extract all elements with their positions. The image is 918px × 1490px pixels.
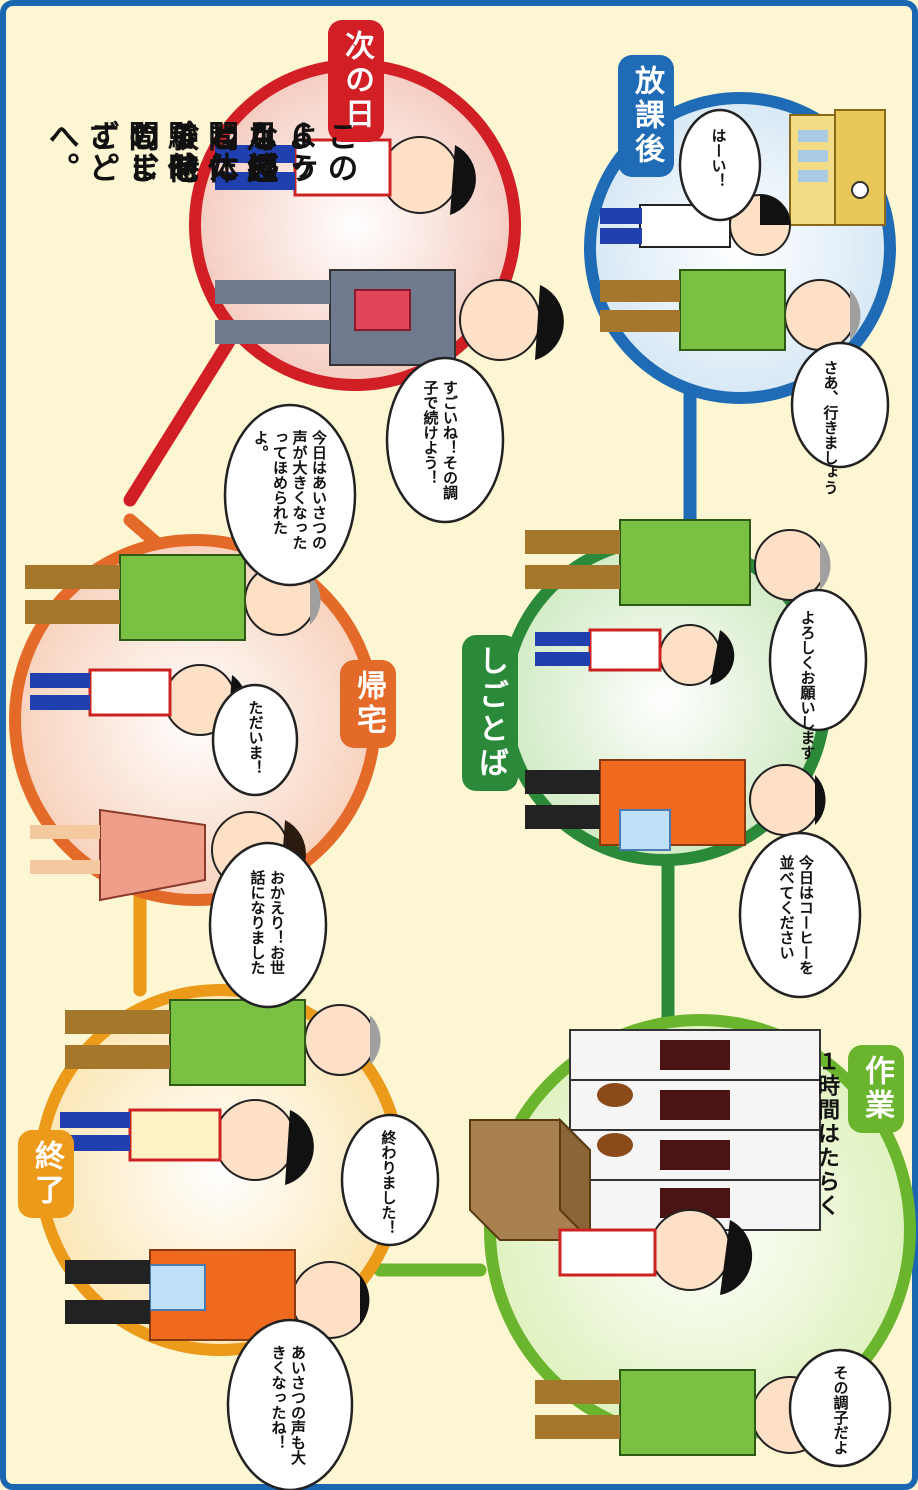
bubble-shigotoba-1 [768, 588, 868, 732]
stage-label-shuuryou: 終了 [18, 1130, 74, 1218]
bubble-text-sagyou-1: その調子だよ [831, 1365, 850, 1455]
figure-worker-shigotoba [525, 759, 826, 851]
bubble-shigotoba-2 [738, 831, 862, 999]
bubble-shuuryou-1 [340, 1113, 440, 1247]
figure-student-sagyou [558, 1209, 753, 1295]
bubble-tsuginohi-1 [385, 356, 505, 524]
bubble-houkago-1 [678, 108, 762, 222]
bubble-kitaku-2 [208, 841, 328, 1009]
narration-line-3: しごと体験をします。 [82, 120, 278, 184]
stage-label-tsuginohi: 次の日 [328, 20, 384, 142]
bubble-text-houkago-2: さあ、行きましょう [821, 360, 840, 495]
stage-label-houkago: 放課後 [618, 55, 674, 177]
bubble-text-houkago-1: はーい！ [709, 128, 728, 188]
sagyou-note: １時間はたらく [814, 1050, 839, 1218]
figure-teacher-shigotoba [525, 519, 831, 606]
narration-line-4: ６ヶ月経ったら他のしごとへ。 [42, 120, 317, 184]
school-building [789, 109, 886, 226]
figure-teacher-houkago [600, 269, 861, 351]
narration-line-2: １週間に１時間、 [122, 120, 278, 184]
stage-label-shigotoba: しごとば [462, 635, 518, 791]
bubble-text-shuuryou-1: 終わりました！ [379, 1130, 398, 1235]
figure-teacher-tsuginohi [215, 269, 564, 366]
bubble-kitaku-1 [211, 683, 299, 797]
bubble-text-shuuryou-2: あいさつの声も大きくなったね！ [269, 1345, 308, 1465]
stage-label-sagyou: 作業 [848, 1045, 904, 1133]
figure-student-tsuginohi [215, 136, 476, 215]
stage-label-kitaku: 帰宅 [340, 660, 396, 748]
bubble-text-kitaku-2: おかえり！お世話になりました [248, 870, 287, 975]
bubble-text-kitaku-1: ただいま！ [246, 700, 265, 775]
figure-student-houkago [600, 194, 791, 256]
bubble-text-tsuginohi-1: すごいね！その調子で続けよう！ [421, 380, 460, 500]
narration-line-1: このような感じで、 [162, 120, 358, 184]
bubble-sagyou-1 [788, 1348, 892, 1468]
speech-bubbles [208, 108, 892, 1490]
shelf-unit [569, 1029, 821, 1231]
bubble-text-kitaku-3: 今日はあいさつの声が大きくなったってほめられたよ。 [251, 430, 329, 550]
figure-student-shuuryou [60, 1099, 314, 1185]
bubble-text-shigotoba-1: よろしくお願いします [798, 610, 817, 760]
bubble-houkago-2 [790, 341, 890, 469]
bubble-shuuryou-2 [226, 1318, 354, 1490]
figure-student-shigotoba [535, 624, 735, 686]
bubble-text-shigotoba-2: 今日はコーヒーを並べてください [777, 855, 816, 975]
cardboard-box [469, 1117, 591, 1243]
figure-teacher-shuuryou [65, 999, 381, 1086]
bubble-kitaku-3 [223, 403, 357, 587]
figure-worker-shuuryou [65, 1249, 370, 1341]
